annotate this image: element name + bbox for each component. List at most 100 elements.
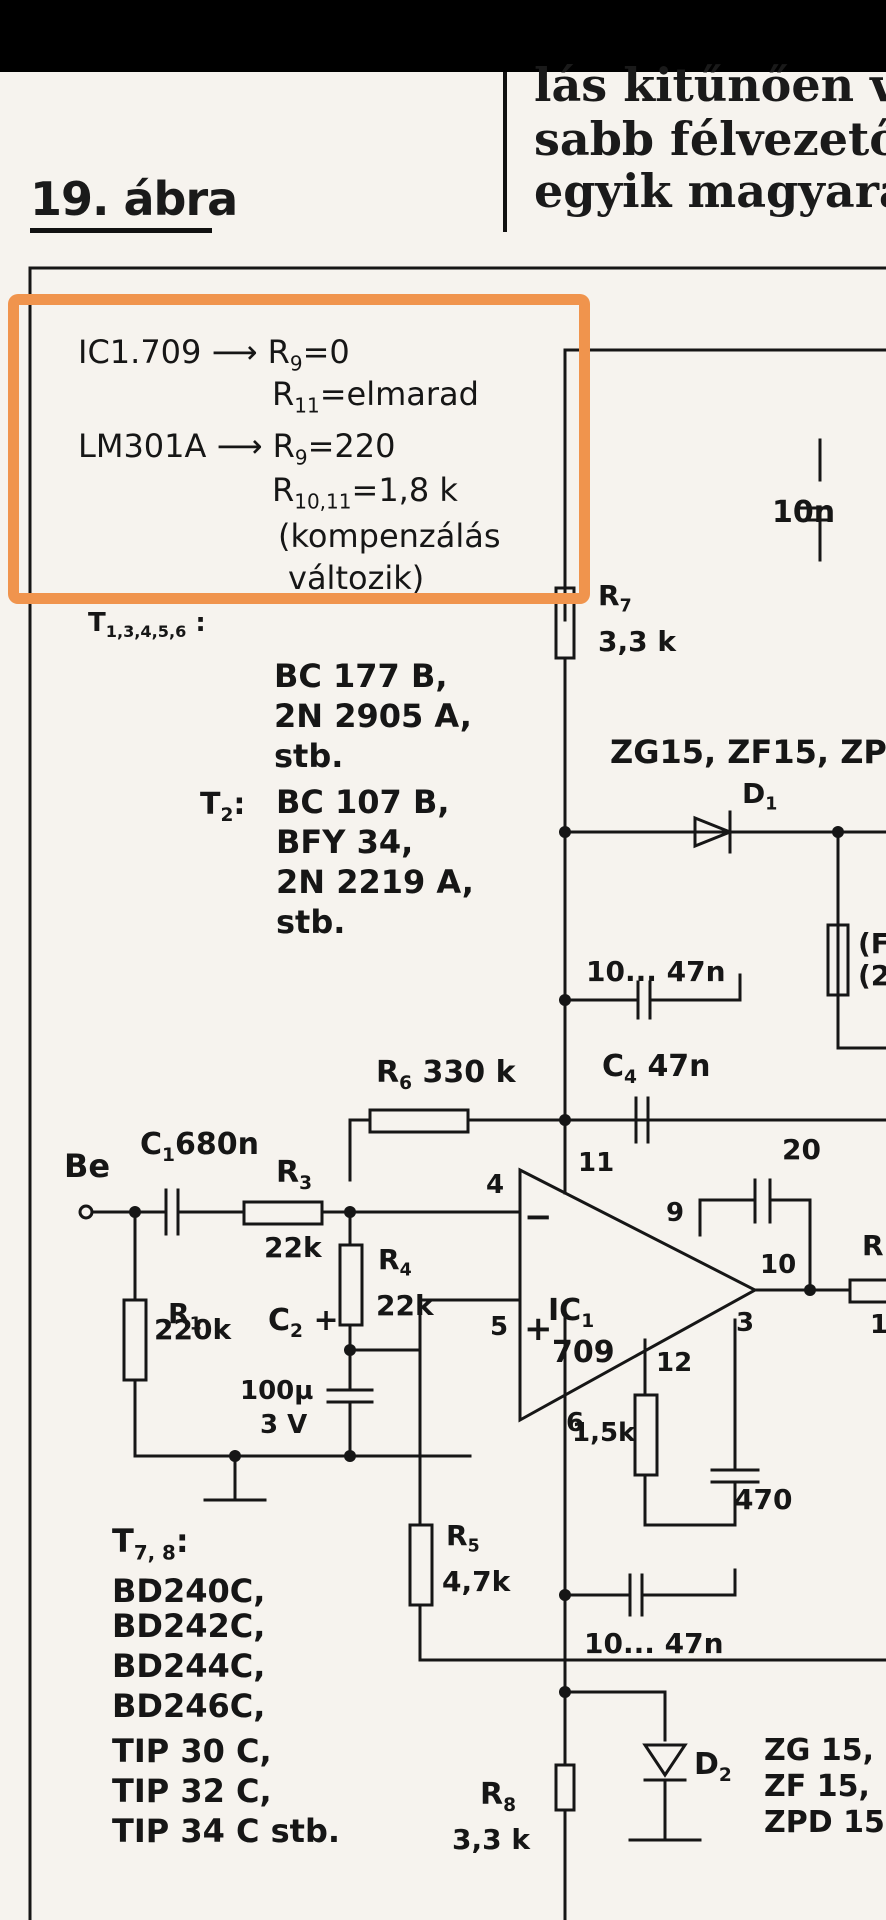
- r7-body: [554, 586, 576, 660]
- junction-dot: [344, 1206, 356, 1218]
- comp-20-plates: [753, 1178, 772, 1224]
- junction-dot: [129, 1206, 141, 1218]
- feedback-line: [348, 1118, 886, 1182]
- t78-part-2: BD242C,: [112, 1607, 266, 1645]
- d1-resistor-cut-label-2: (2: [858, 959, 886, 992]
- c2-plates: [326, 1388, 374, 1404]
- junction-dot: [344, 1450, 356, 1462]
- input-terminal: [78, 1204, 94, 1220]
- junction-dot: [559, 994, 571, 1006]
- t78-part-4: BD246C,: [112, 1687, 266, 1725]
- note-lm301a: LM301A ⟶ R9=220: [78, 427, 396, 470]
- t78-part-7: TIP 34 C stb.: [112, 1812, 341, 1850]
- c2-label: C2 +: [268, 1303, 339, 1342]
- t2-part-4: stb.: [276, 903, 346, 941]
- r5-line: [418, 1348, 886, 1662]
- c1-label: C1680n: [140, 1127, 259, 1166]
- r3-value: 22k: [264, 1231, 322, 1264]
- c2-voltage: 3 V: [260, 1410, 308, 1440]
- d2-label: D2: [694, 1747, 732, 1786]
- r-1k5-body: [633, 1393, 659, 1477]
- zener-top-label: ZG15, ZF15, ZPD: [610, 733, 886, 771]
- r5-body: [408, 1523, 434, 1607]
- cap-10n-plates: [798, 506, 832, 522]
- r8-label: R8: [480, 1777, 517, 1816]
- t13456-part-3: 2N 2905 A,: [274, 697, 472, 735]
- top-black-bar: [0, 0, 886, 72]
- d1-resistor-cut-label: (F: [858, 927, 886, 960]
- junction-dot: [832, 826, 844, 838]
- r7-label: R7: [598, 579, 632, 617]
- opamp-triangle: [518, 1167, 759, 1423]
- d2-branch: [563, 1690, 702, 1842]
- r3-label: R3: [276, 1155, 313, 1194]
- input-label: Be: [64, 1147, 111, 1185]
- c4-plates: [634, 1096, 650, 1144]
- r-1k5-label: 1,5k: [572, 1418, 636, 1448]
- note-kompenzalas: (kompenzálás: [278, 517, 501, 555]
- t78-part-6: TIP 32 C,: [112, 1772, 272, 1810]
- r4-value: 22k: [376, 1289, 434, 1322]
- note-valtozik: változik): [288, 559, 425, 597]
- c-470-plates: [710, 1468, 760, 1484]
- output-resistor: [848, 1278, 886, 1304]
- t78-part-5: TIP 30 C,: [112, 1732, 272, 1770]
- c4-label: C4 47n: [602, 1049, 711, 1088]
- d1-label: D1: [742, 777, 778, 815]
- cap-10n-label: 10n: [772, 495, 836, 530]
- note-ic-709: IC1.709 ⟶ R9=0: [78, 333, 350, 376]
- opamp-name: IC1: [548, 1293, 595, 1332]
- pin12-rc: [643, 1318, 737, 1527]
- r8-body: [554, 1763, 576, 1812]
- r5-label: R5: [446, 1519, 480, 1557]
- pin-6: 6: [566, 1408, 585, 1438]
- t2-part-1: BC 107 B,: [276, 783, 450, 821]
- d1-symbol: [693, 810, 735, 854]
- t2-part-3: 2N 2219 A,: [276, 863, 474, 901]
- opamp-minus-sign: −: [524, 1197, 553, 1237]
- junction-dot: [559, 1686, 571, 1698]
- note-ic-709-part: IC1.709: [78, 333, 202, 371]
- d2-symbol: [642, 1743, 688, 1782]
- upper-bypass-label: 10... 47n: [586, 955, 726, 988]
- t13456-part-2: BC 177 B,: [274, 657, 448, 695]
- figure-title: 19. ábra: [30, 172, 238, 226]
- note-lm301a-part: LM301A: [78, 427, 207, 465]
- pin-9: 9: [666, 1198, 685, 1228]
- body-text-line-3: egyik magyará: [534, 164, 886, 218]
- t2-part-2: BFY 34,: [276, 823, 414, 861]
- r6-body: [368, 1108, 470, 1134]
- output-resistor-cut-value: 1: [870, 1310, 886, 1340]
- t78-part-3: BD244C,: [112, 1647, 266, 1685]
- callout-highlight-box: [8, 294, 590, 604]
- junction-dot: [229, 1450, 241, 1462]
- figure-frame: [28, 266, 886, 1920]
- comp-20-leads: [698, 1198, 812, 1292]
- comp-cap-20-label: 20: [782, 1133, 821, 1166]
- r7-value: 3,3 k: [598, 625, 676, 658]
- pin-10: 10: [760, 1250, 797, 1280]
- d1-resistor-branch: [836, 830, 886, 1050]
- r6-label: R6 330 k: [376, 1055, 516, 1094]
- pin-5: 5: [490, 1312, 509, 1342]
- t78-part-1: BD240C,: [112, 1572, 266, 1610]
- pin-4: 4: [486, 1170, 505, 1200]
- t78-label: T7, 8:: [112, 1522, 189, 1565]
- r1-label: R1: [168, 1297, 202, 1335]
- junction-dots: [129, 826, 844, 1698]
- plus-input-line: [348, 1298, 522, 1352]
- junction-dot: [559, 1589, 571, 1601]
- body-text-line-2: sabb félvezetől: [534, 112, 886, 166]
- r5-value: 4,7k: [442, 1565, 511, 1598]
- junction-dot: [559, 826, 571, 838]
- zener-bottom-3: ZPD 15: [764, 1805, 885, 1840]
- c-470-label: 470: [734, 1483, 793, 1516]
- pin-3: 3: [736, 1308, 755, 1338]
- junction-dot: [804, 1284, 816, 1296]
- zener-bottom-1: ZG 15,: [764, 1733, 874, 1768]
- pin-12: 12: [656, 1348, 693, 1378]
- t2-label: T2:: [200, 787, 246, 826]
- opamp-plus-sign: +: [524, 1309, 553, 1349]
- body-text-line-1: lás kitűnően v: [534, 58, 886, 112]
